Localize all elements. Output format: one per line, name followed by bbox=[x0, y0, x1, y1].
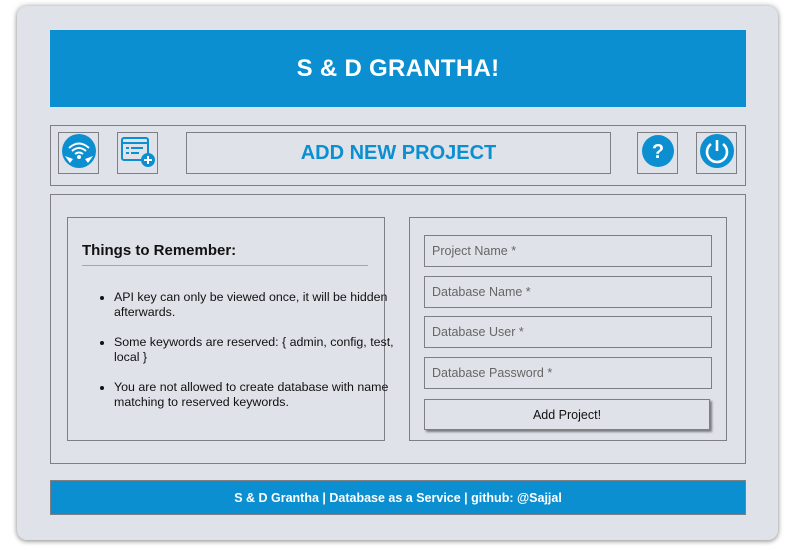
list-item: Some keywords are reserved: { admin, con… bbox=[114, 335, 404, 365]
list-item: API key can only be viewed once, it will… bbox=[114, 290, 404, 320]
main-panel: Things to Remember: API key can only be … bbox=[50, 194, 746, 464]
footer: S & D Grantha | Database as a Service | … bbox=[50, 480, 746, 515]
reminders-panel: Things to Remember: API key can only be … bbox=[67, 217, 394, 441]
divider bbox=[82, 265, 368, 266]
network-button[interactable] bbox=[58, 132, 99, 174]
power-icon bbox=[699, 133, 735, 174]
help-icon: ? bbox=[641, 134, 675, 173]
add-project-icon bbox=[119, 133, 157, 174]
project-name-input[interactable] bbox=[424, 235, 712, 267]
page-title: ADD NEW PROJECT bbox=[186, 132, 611, 174]
network-icon bbox=[61, 133, 97, 174]
reminders-heading: Things to Remember: bbox=[82, 242, 237, 259]
app-window: S & D GRANTHA! bbox=[17, 6, 778, 540]
footer-text: S & D Grantha | Database as a Service | … bbox=[234, 490, 562, 505]
add-project-form: Add Project! bbox=[409, 217, 727, 441]
add-project-button[interactable] bbox=[117, 132, 158, 174]
svg-text:?: ? bbox=[651, 141, 663, 163]
database-name-input[interactable] bbox=[424, 276, 712, 308]
list-item: You are not allowed to create database w… bbox=[114, 380, 404, 410]
database-password-input[interactable] bbox=[424, 357, 712, 389]
app-header: S & D GRANTHA! bbox=[50, 30, 746, 107]
app-title: S & D GRANTHA! bbox=[296, 54, 500, 82]
database-user-input[interactable] bbox=[424, 316, 712, 348]
add-project-submit-button[interactable]: Add Project! bbox=[424, 399, 710, 430]
toolbar: ADD NEW PROJECT ? bbox=[50, 125, 746, 186]
reminders-list: API key can only be viewed once, it will… bbox=[82, 290, 404, 425]
help-button[interactable]: ? bbox=[637, 132, 678, 174]
power-button[interactable] bbox=[696, 132, 737, 174]
page-title-text: ADD NEW PROJECT bbox=[300, 141, 497, 164]
